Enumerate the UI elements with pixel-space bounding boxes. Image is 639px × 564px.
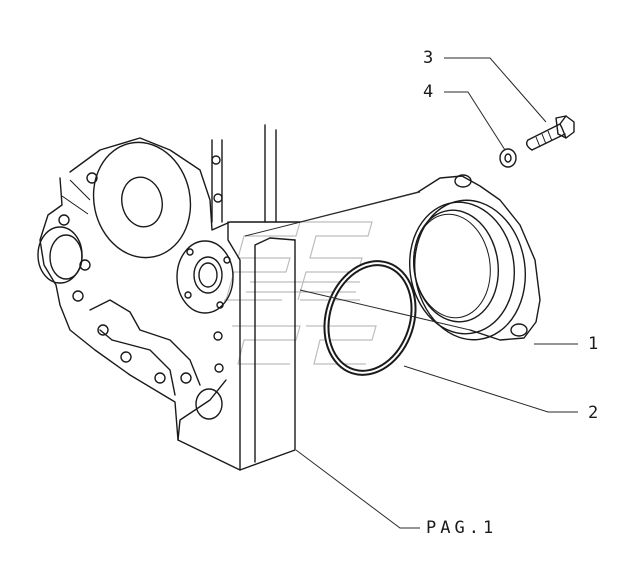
page-reference: PAG.1 <box>426 518 497 538</box>
callout-4: 4 <box>423 82 433 102</box>
callout-1: 1 <box>588 334 598 354</box>
seal-cover-part-1 <box>408 174 541 341</box>
watermark-logo <box>224 221 377 365</box>
leader-lines <box>295 57 578 529</box>
assembly-lines <box>244 191 471 331</box>
washer-part-4 <box>499 148 517 168</box>
bolt-part-3 <box>525 115 575 151</box>
o-ring-seal-part-2 <box>323 260 417 376</box>
callout-2: 2 <box>588 403 598 423</box>
callout-3: 3 <box>423 48 433 68</box>
engine-block-housing <box>37 124 301 471</box>
